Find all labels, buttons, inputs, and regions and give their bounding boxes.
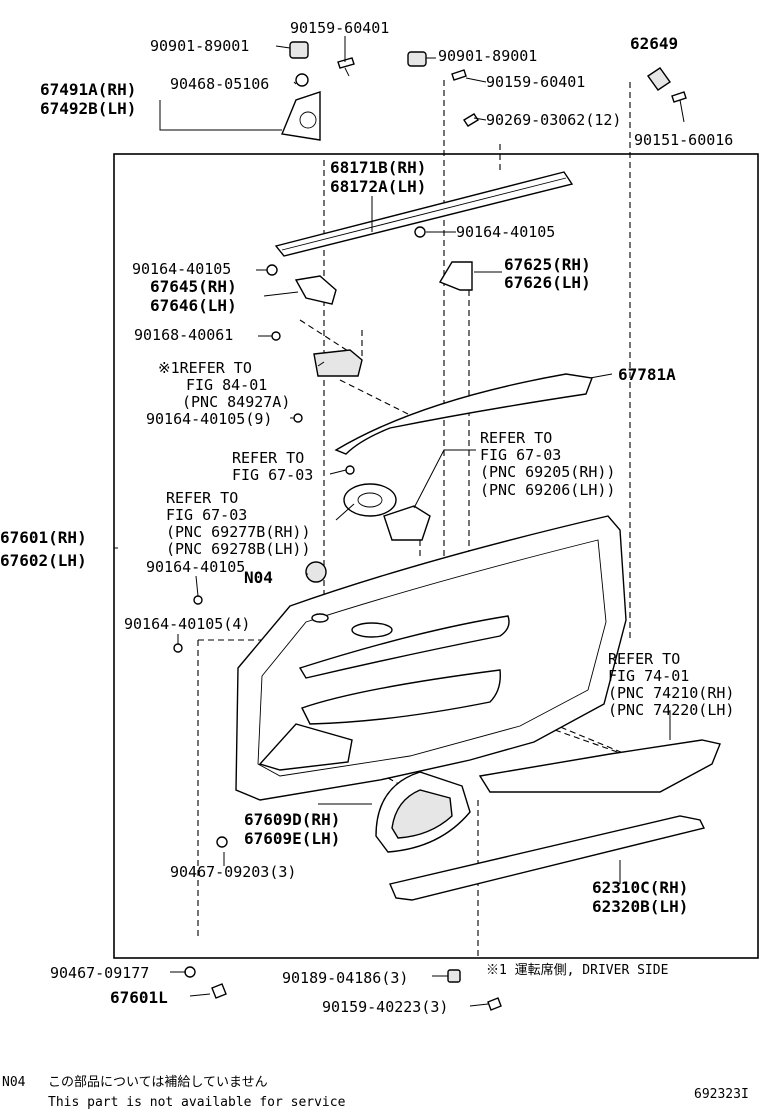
label-90467-09203: 90467-09203(3): [170, 863, 296, 881]
nut-90168-40061-icon: [271, 331, 281, 341]
label-driver-side: ※1 運転席側, DRIVER SIDE: [486, 962, 668, 978]
mirror-cover-67491a-icon: [281, 91, 321, 141]
clip-90164-40105-a-icon: [414, 226, 426, 238]
clip-90189-04186-icon: [447, 969, 461, 983]
screw-90159-40223-icon: [487, 997, 502, 1011]
label-67609e: 67609E(LH): [244, 829, 340, 848]
footer-note-en: This part is not available for service: [48, 1095, 346, 1110]
clip-90164-40105-9-icon: [293, 413, 303, 423]
clip-90467-09203-icon: [216, 836, 228, 848]
footer-code: N04: [2, 1075, 26, 1090]
label-refer2-line1: REFER TO: [232, 449, 304, 467]
cap-n04-icon: [305, 561, 327, 583]
clip-90901-89001-left-icon: [289, 41, 309, 59]
clip-90269-03062-icon: [463, 113, 479, 127]
label-refer4-line4: (PNC 69278B(LH)): [166, 540, 311, 558]
label-refer4-line3: (PNC 69277B(RH)): [166, 523, 311, 541]
armrest-upper-67781a-icon: [334, 373, 593, 455]
label-90159-40223: 90159-40223(3): [322, 998, 448, 1016]
label-90468-05106: 90468-05106: [170, 75, 269, 93]
label-refer4-line2: FIG 67-03: [166, 506, 247, 524]
handle-bezel-69277b-icon: [343, 483, 397, 517]
figure-id: 692323I: [694, 1087, 749, 1102]
weatherstrip-68171b-icon: [274, 171, 574, 257]
belt-moulding-62310c-icon: [389, 815, 706, 901]
label-68171b: 68171B(RH): [330, 158, 426, 177]
label-67646: 67646(LH): [150, 296, 237, 315]
clip-90468-05106-icon: [295, 73, 309, 87]
label-90467-09177: 90467-09177: [50, 964, 149, 982]
label-90189-04186: 90189-04186(3): [282, 969, 408, 987]
clip-67601l-icon: [211, 983, 227, 999]
leader-lines: [114, 36, 685, 1007]
label-67492b: 67492B(LH): [40, 99, 136, 118]
label-67626: 67626(LH): [504, 273, 591, 292]
label-refer1-line1: ※1REFER TO: [158, 359, 252, 377]
label-90164-40105-b: 90164-40105: [132, 260, 231, 278]
armrest-lower-74210-icon: [478, 739, 721, 793]
label-refer3-line3: (PNC 69205(RH)): [480, 463, 615, 481]
clip-90164-40105-4-icon: [173, 643, 183, 653]
label-67781a: 67781A: [618, 365, 676, 384]
label-n04: N04: [244, 568, 273, 587]
bracket-67645-icon: [294, 275, 337, 305]
label-90164-40105-a: 90164-40105: [456, 223, 555, 241]
label-67601l: 67601L: [110, 988, 168, 1007]
label-refer5-line3: (PNC 74210(RH): [608, 684, 734, 702]
label-62649: 62649: [630, 34, 678, 53]
door-trim-panel-67601-icon: [235, 515, 627, 801]
switch-84927a-icon: [313, 349, 363, 377]
label-67625: 67625(RH): [504, 255, 591, 274]
label-refer3-line1: REFER TO: [480, 429, 552, 447]
label-90269-03062: 90269-03062(12): [486, 111, 621, 129]
label-67491a: 67491A(RH): [40, 80, 136, 99]
label-90164-40105-c: 90164-40105: [146, 558, 245, 576]
label-refer2-line2: FIG 67-03: [232, 466, 313, 484]
label-68172a: 68172A(LH): [330, 177, 426, 196]
label-90159-60401-b: 90159-60401: [486, 73, 585, 91]
label-refer5-line2: FIG 74-01: [608, 667, 689, 685]
label-90901-89001-b: 90901-89001: [438, 47, 537, 65]
clip-90901-89001-right-icon: [407, 51, 427, 67]
label-67609d: 67609D(RH): [244, 810, 340, 829]
label-67602: 67602(LH): [0, 551, 87, 570]
label-90159-60401-a: 90159-60401: [290, 19, 389, 37]
clip-90164-40105-b-icon: [266, 264, 278, 276]
cap-62649-icon: [647, 67, 671, 91]
label-62310c: 62310C(RH): [592, 878, 688, 897]
label-62320b: 62320B(LH): [592, 897, 688, 916]
label-refer4-line1: REFER TO: [166, 489, 238, 507]
speaker-grille-67609d-icon: [375, 771, 471, 853]
label-90151-60016: 90151-60016: [634, 131, 733, 149]
screw-90159-60401-top-icon: [337, 57, 355, 77]
label-refer1-line2: FIG 84-01: [186, 376, 267, 394]
label-refer1-line3: (PNC 84927A): [182, 393, 290, 411]
label-67601: 67601(RH): [0, 528, 87, 547]
label-90901-89001-a: 90901-89001: [150, 37, 249, 55]
label-refer5-line1: REFER TO: [608, 650, 680, 668]
label-refer5-line4: (PNC 74220(LH): [608, 701, 734, 719]
label-67645: 67645(RH): [150, 277, 237, 296]
footer-note-jp: この部品については補給していません: [48, 1075, 268, 1090]
clip-90164-40105-c-icon: [193, 595, 203, 605]
label-90164-40105-4: 90164-40105(4): [124, 615, 250, 633]
label-refer3-line2: FIG 67-03: [480, 446, 561, 464]
label-90164-40105-9: 90164-40105(9): [146, 410, 272, 428]
screw-90159-60401-right-icon: [451, 69, 467, 81]
clip-90467-09177-icon: [184, 966, 196, 978]
label-refer3-line4: (PNC 69206(LH)): [480, 481, 615, 499]
assembly-frame: [113, 153, 759, 959]
inner-handle-69205-icon: [383, 505, 431, 541]
bracket-67625-icon: [438, 261, 473, 291]
screw-refer-67-03-icon: [345, 465, 355, 475]
label-90168-40061: 90168-40061: [134, 326, 233, 344]
screw-90151-60016-icon: [671, 91, 687, 103]
